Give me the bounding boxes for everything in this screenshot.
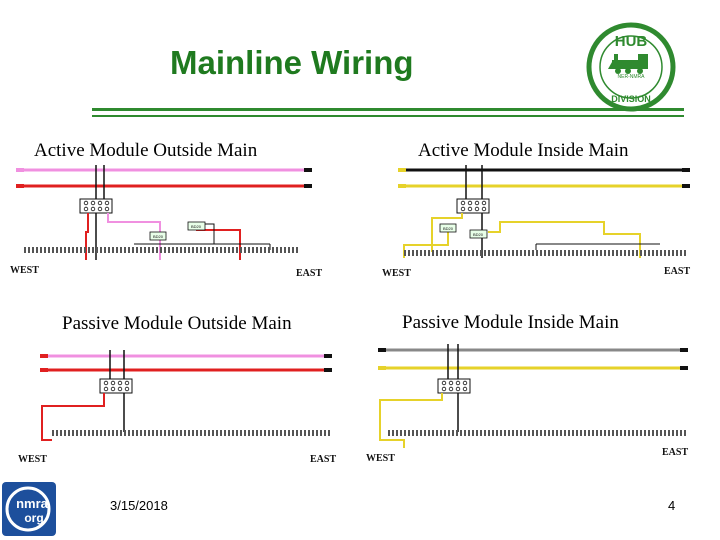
track — [404, 250, 686, 256]
title-rule-top — [92, 108, 684, 111]
locomotive-icon — [608, 54, 648, 74]
track — [22, 247, 298, 253]
panel-title-passive-outside: Passive Module Outside Main — [62, 313, 292, 334]
west-label-active-outside: WEST — [10, 265, 39, 276]
nmra-logo: nmra org — [2, 482, 56, 536]
svg-text:BD20: BD20 — [153, 234, 164, 239]
west-label-passive-inside: WEST — [366, 453, 395, 464]
track — [50, 430, 332, 436]
diagram-passive-outside — [40, 350, 332, 441]
east-label-passive-inside: EAST — [662, 447, 689, 458]
hub-division-logo: HUB DIVISION NER-NMRA — [586, 22, 676, 112]
panel-title-passive-inside: Passive Module Inside Main — [402, 312, 619, 333]
west-label-passive-outside: WEST — [18, 454, 47, 465]
svg-text:BD20: BD20 — [443, 226, 454, 231]
svg-text:nmra: nmra — [16, 496, 49, 511]
diagram-active-outside: BD20 BD20 — [16, 165, 312, 260]
diagram-passive-inside — [378, 344, 688, 448]
panel-title-active-inside: Active Module Inside Main — [418, 140, 629, 161]
block-detector — [187, 221, 206, 231]
track — [386, 430, 686, 436]
block-detector — [149, 231, 167, 241]
diagram-active-inside: BD20 BD20 — [398, 165, 690, 258]
svg-text:BD20: BD20 — [191, 224, 202, 229]
title-rule-bottom — [92, 115, 684, 117]
east-label-active-inside: EAST — [664, 266, 691, 277]
slide-title: Mainline Wiring — [170, 44, 414, 81]
svg-text:HUB: HUB — [615, 33, 648, 50]
svg-text:BD20: BD20 — [473, 232, 484, 237]
page-number: 4 — [668, 498, 676, 513]
west-label-active-inside: WEST — [382, 268, 411, 279]
footer-date: 3/15/2018 — [110, 498, 168, 513]
svg-text:org: org — [24, 511, 43, 525]
panel-title-active-outside: Active Module Outside Main — [34, 140, 258, 161]
svg-text:DIVISION: DIVISION — [611, 94, 651, 104]
block-detector — [439, 223, 457, 233]
east-label-passive-outside: EAST — [310, 454, 337, 465]
svg-text:NER-NMRA: NER-NMRA — [618, 74, 646, 80]
east-label-active-outside: EAST — [296, 268, 323, 279]
block-detector — [469, 229, 488, 239]
